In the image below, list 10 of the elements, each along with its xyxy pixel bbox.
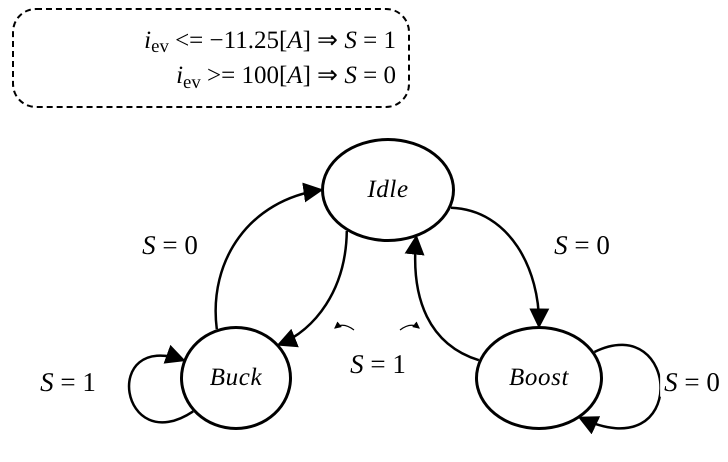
transition-arrow [128,346,194,424]
state-label: Idle [367,175,409,206]
transition-arrow [578,344,662,434]
transition-label: S = 1 [350,348,406,379]
state-label: Buck [210,363,262,394]
transition-arrow [214,184,324,330]
state-label: Boost [508,363,570,394]
condition-text: i$_{ev}$ >= 100[A] ⇒ S = 0 [176,61,396,92]
condition-text: i$_{ev}$ <= −11.25[A] ⇒ S = 1 [144,26,396,56]
transition-arrow [450,206,548,328]
